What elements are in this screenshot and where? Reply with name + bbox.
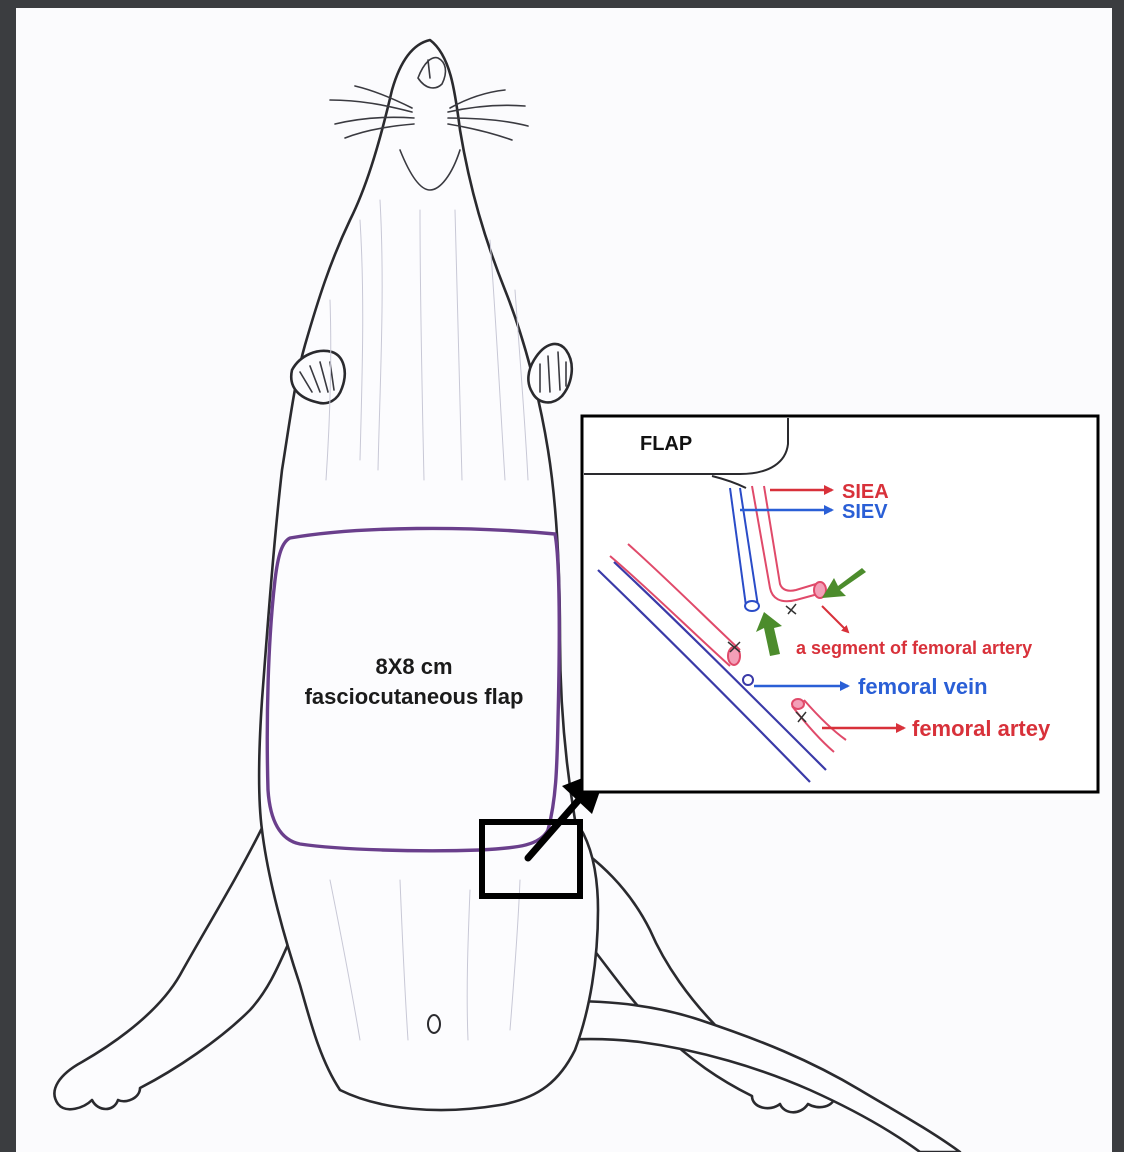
femoral-artery-label: femoral artey — [912, 716, 1051, 741]
femoral-vein-label: femoral vein — [858, 674, 988, 699]
vessel-inset: FLAP SIEA SIEV — [582, 416, 1098, 792]
inset-flap-label: FLAP — [640, 433, 692, 455]
siea-label: SIEA — [842, 481, 889, 503]
flap-size-label: 8X8 cm — [375, 654, 452, 679]
segment-label: a segment of femoral artery — [796, 638, 1032, 658]
flap-type-label: fasciocutaneous flap — [305, 684, 524, 709]
siev-label: SIEV — [842, 501, 888, 523]
